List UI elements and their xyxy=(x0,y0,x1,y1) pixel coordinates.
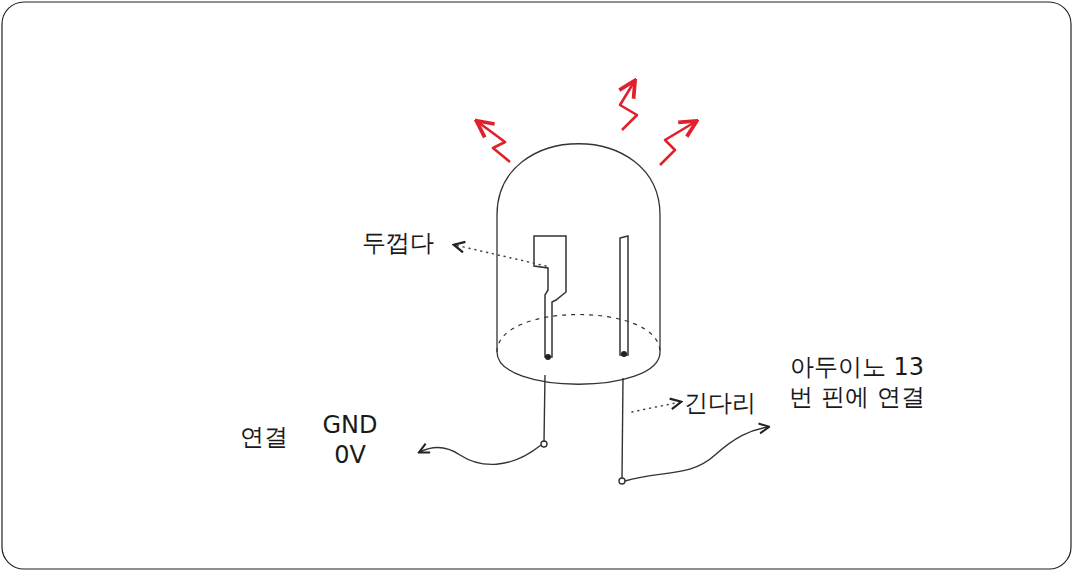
part-note: 긴다리 xyxy=(684,388,756,418)
long-leg xyxy=(622,378,623,478)
leader-line xyxy=(455,245,546,266)
short-leg xyxy=(544,375,545,442)
lead-dot xyxy=(621,351,627,357)
signal-name: GND 0V xyxy=(318,410,382,470)
leader-line xyxy=(632,402,680,412)
part-note: 두껍다 xyxy=(362,228,434,258)
light-ray xyxy=(478,122,510,162)
anode-post xyxy=(620,236,628,355)
led-base-back xyxy=(497,315,660,353)
lead-dot xyxy=(545,354,551,360)
cathode-electrode xyxy=(534,236,566,357)
leg-end xyxy=(541,441,547,447)
pin-note: 아두이노 13번 핀에 연결 xyxy=(782,352,932,412)
leg-end xyxy=(619,478,625,484)
pin13-wire xyxy=(625,427,768,481)
connection-note: 연결 xyxy=(240,422,288,452)
led-dome xyxy=(497,144,660,352)
led-base xyxy=(497,352,660,384)
gnd-wire xyxy=(420,445,541,464)
light-ray xyxy=(660,122,695,165)
light-ray xyxy=(620,82,637,130)
